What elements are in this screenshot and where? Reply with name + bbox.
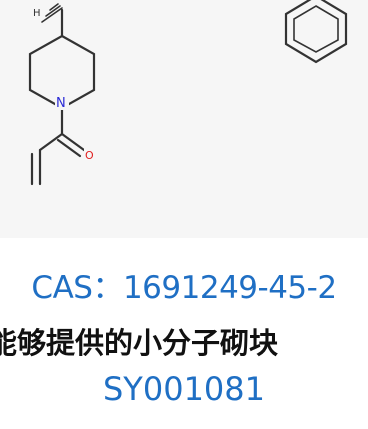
oxygen-atom-label: O [85, 149, 94, 162]
nitrogen-atom-label: N [56, 96, 66, 111]
hydrogen-atom-label: H [33, 8, 41, 19]
n-label-bg [55, 94, 69, 110]
carbonyl-double-bond [56, 138, 82, 158]
o-label-bg [84, 148, 96, 162]
molecule-drawing: H N O [28, 0, 348, 186]
catalog-code[interactable]: SY001081 [102, 370, 265, 408]
carbonyl-bond [60, 132, 86, 152]
cas-label: CAS： [31, 270, 123, 306]
vinyl-bond [38, 132, 64, 152]
chemical-structure-image: H N O [28, 0, 348, 186]
cas-line: CAS：1691249-45-2 [0, 262, 368, 307]
cas-number: 1691249-45-2 [122, 270, 337, 306]
benzene-inner-ring [293, 5, 339, 53]
hashed-stereo-bond [41, 3, 63, 23]
product-description: 能够提供的小分子砌块 [0, 326, 279, 360]
benzene-ring [284, 0, 348, 64]
